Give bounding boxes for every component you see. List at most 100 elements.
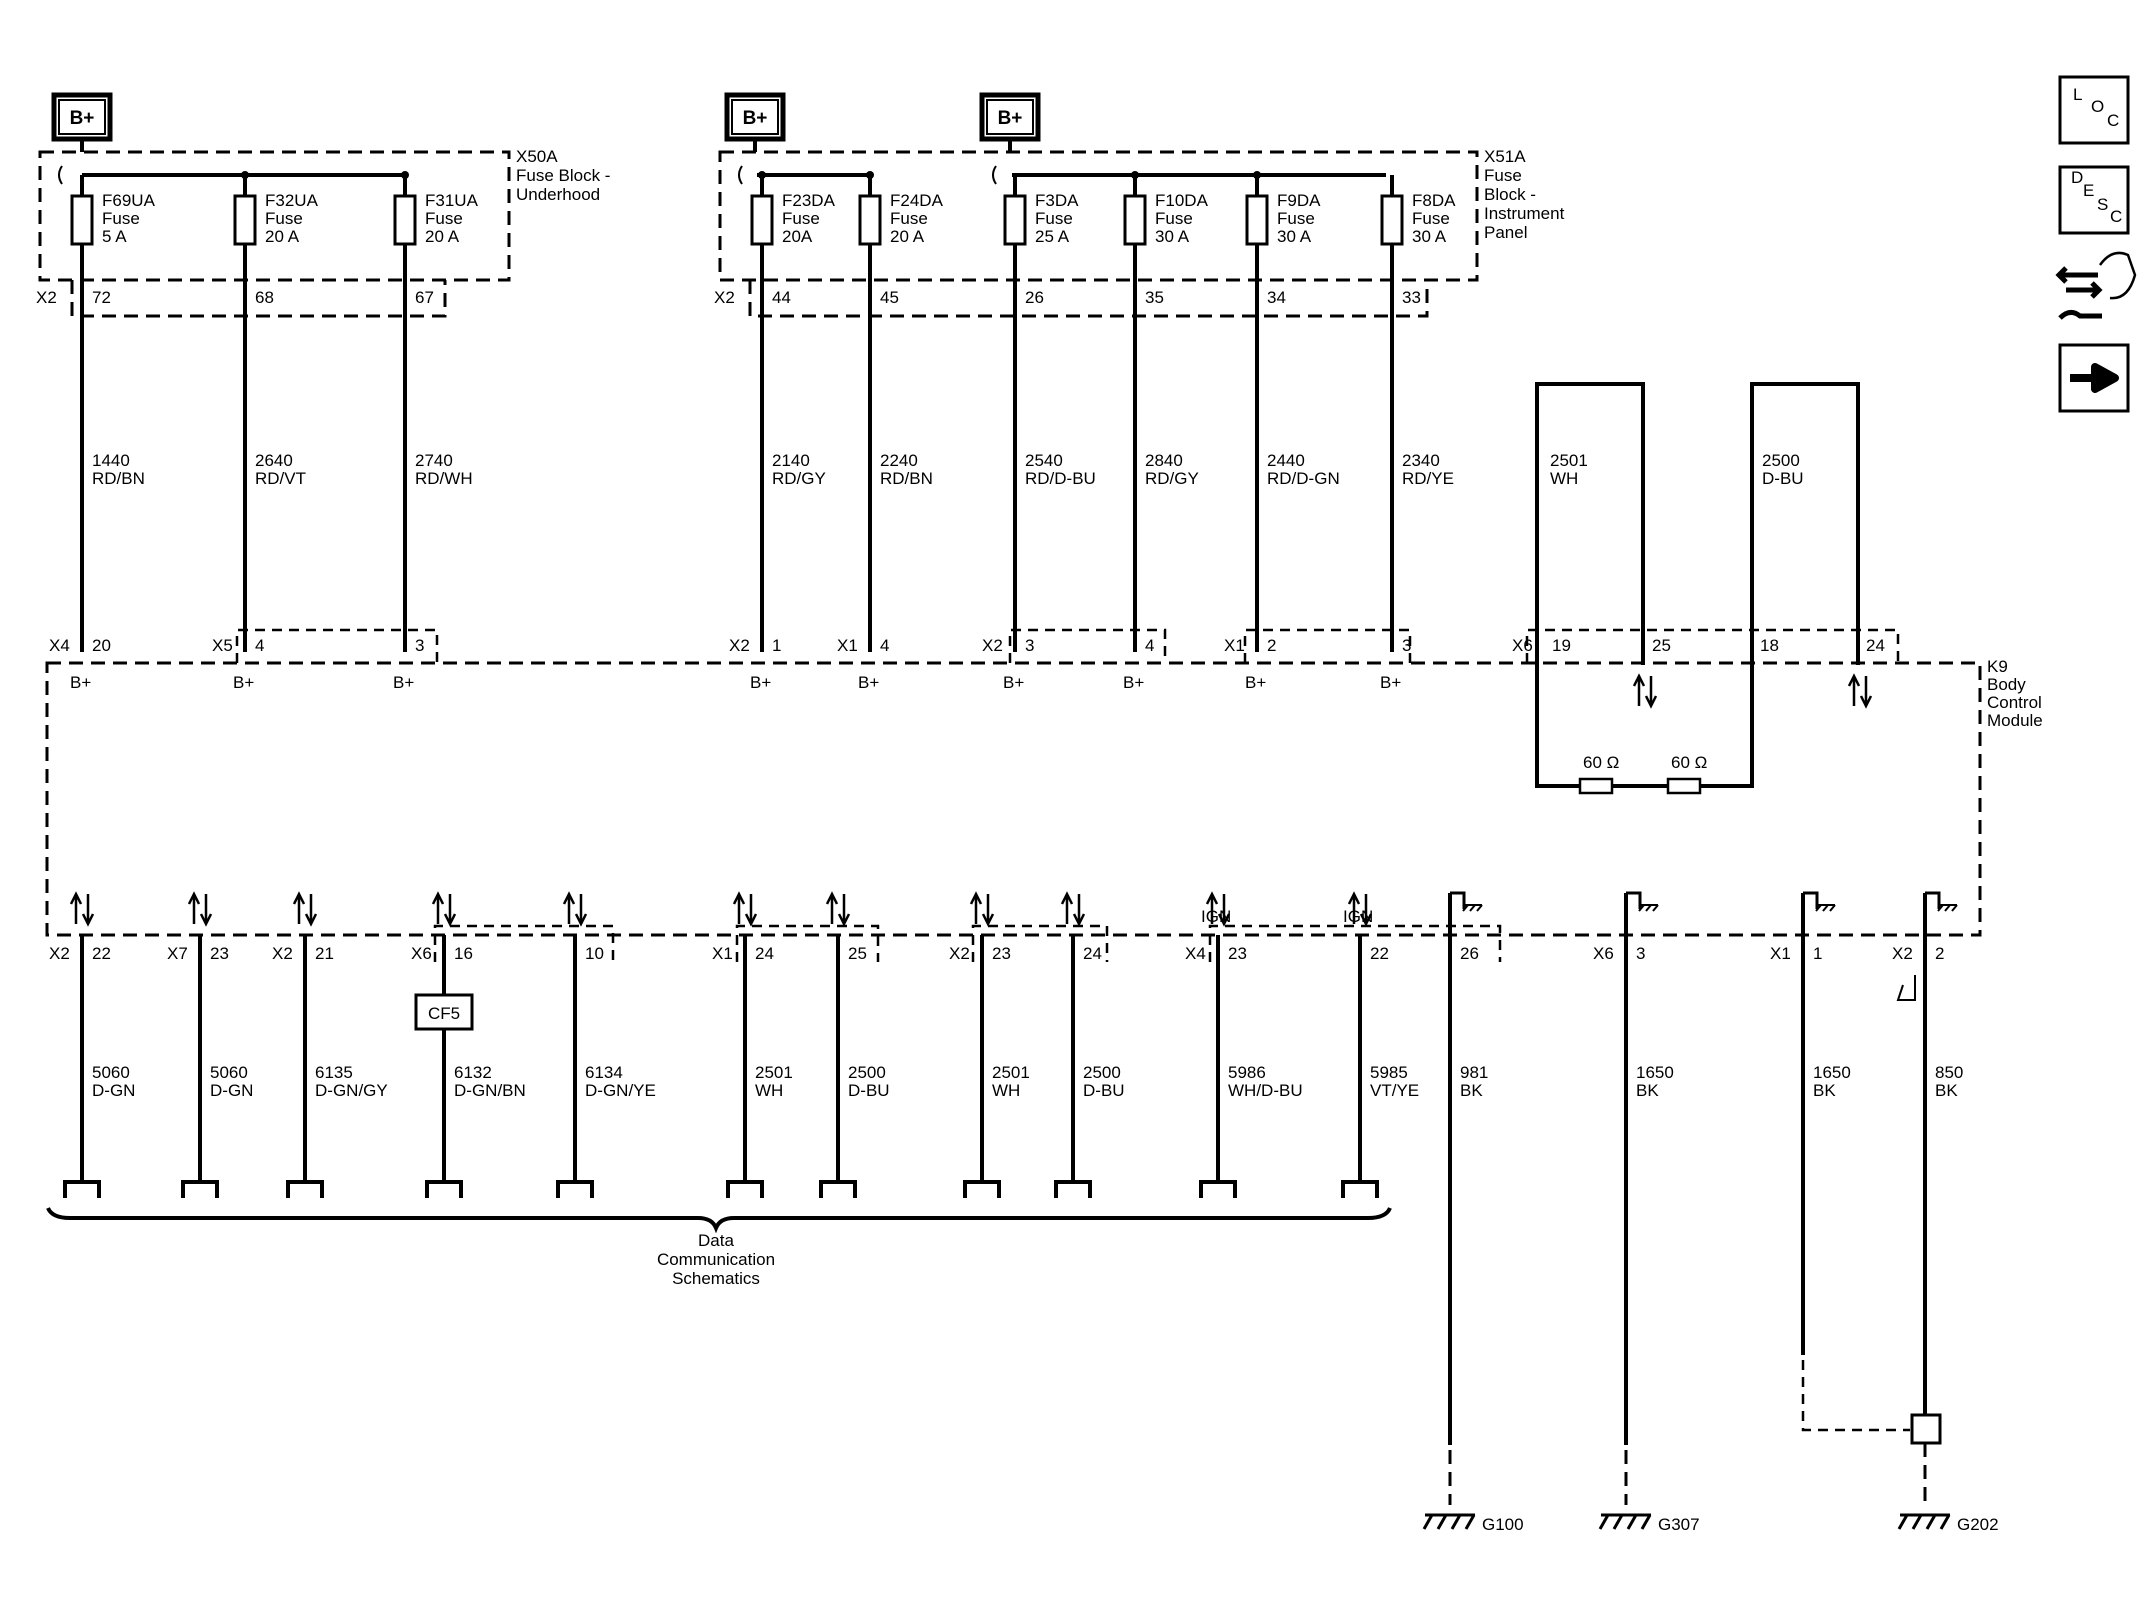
fuse-label: Fuse: [1412, 209, 1450, 228]
ground-splice-dashed: [1801, 1360, 1910, 1432]
circuit-label: 5986: [1228, 1063, 1266, 1082]
bcm-pin-label: 25: [1652, 636, 1671, 655]
arrow-up: [292, 891, 306, 924]
circuit-label: 2501: [1550, 451, 1588, 470]
bcm-connector-label: X1: [837, 636, 858, 655]
bidirectional-arrow: [562, 891, 588, 927]
fuse-body: [393, 194, 417, 246]
pin-function-label: IGN: [1201, 907, 1231, 926]
bplus-box: B+: [979, 92, 1041, 142]
ground-label: G202: [1957, 1515, 1999, 1534]
bcm-pin-label: 24: [1866, 636, 1885, 655]
fuse-label: Fuse: [425, 209, 463, 228]
bidirectional-arrow: [969, 891, 995, 927]
termination-resistor: [1666, 777, 1702, 795]
fuse-block-label: Underhood: [516, 185, 600, 204]
fuse-label: F23DA: [782, 191, 836, 210]
loc-letter: O: [2091, 97, 2104, 116]
inline-connector-label: CF5: [428, 1004, 460, 1023]
bcm-outline: [45, 661, 1982, 937]
wrench-glyph: [2058, 310, 2102, 320]
fuse-label: 20A: [782, 227, 813, 246]
arrow-up: [825, 891, 839, 924]
arrow-up: [969, 891, 983, 924]
bcm-connector-label: X7: [167, 944, 188, 963]
data-terminal: [963, 1180, 1001, 1198]
bcm-pin-label: 23: [1228, 944, 1247, 963]
fuse-label: Fuse: [1035, 209, 1073, 228]
bcm-connector-label: X5: [212, 636, 233, 655]
bcm-connector-label: X4: [1185, 944, 1206, 963]
bcm-pin-label: 3: [1402, 636, 1411, 655]
bus-node: [401, 171, 409, 179]
resistor-value: 60 Ω: [1583, 753, 1619, 772]
bcm-pin-function: B+: [1380, 673, 1401, 692]
ground-hatch: [1815, 904, 1836, 912]
bcm-connector-label: X2: [729, 636, 750, 655]
bcm-pin-label: 24: [755, 944, 774, 963]
bcm-pin-label: 26: [1460, 944, 1479, 963]
circuit-label: 2140: [772, 451, 810, 470]
connector-label: X2: [36, 288, 57, 307]
circuit-label: 1440: [92, 451, 130, 470]
circuit-label: 2640: [255, 451, 293, 470]
circuit-label: 2740: [415, 451, 453, 470]
arrow-down: [81, 894, 95, 927]
chassis-ground-symbol: [1925, 891, 1958, 912]
fuse-body: [1380, 194, 1404, 246]
fuse-label: F69UA: [102, 191, 156, 210]
fuse-symbol: [1381, 195, 1403, 245]
connector-views-icon[interactable]: [2055, 251, 2137, 320]
circuit-label: RD/BN: [880, 469, 933, 488]
splice-pack: [1910, 1413, 1942, 1445]
bidirectional-arrow: [1632, 673, 1658, 709]
fuse-block-label: Block -: [1484, 185, 1536, 204]
fuse-block-x51a-connector: [748, 280, 1429, 318]
module-label: Body: [1987, 675, 2026, 694]
arrow-down: [443, 894, 457, 927]
arrow-up: [69, 891, 83, 924]
bcm-pin-label: 23: [992, 944, 1011, 963]
bcm-pin-function: B+: [1245, 673, 1266, 692]
fuse-body: [1245, 194, 1269, 246]
ground-bars: [1598, 1513, 1652, 1530]
fuse-pin-label: 45: [880, 288, 899, 307]
circuit-label: WH/D-BU: [1228, 1081, 1303, 1100]
data-terminal: [181, 1180, 219, 1198]
hand-glyph: [2098, 251, 2137, 300]
arrows-glyph: [2055, 266, 2103, 299]
fuse-label: F31UA: [425, 191, 479, 210]
loc-button[interactable]: [2058, 75, 2130, 145]
bcm-connector-label: X6: [411, 944, 432, 963]
bcm-connector-label: X1: [1224, 636, 1245, 655]
circuit-label: D-GN: [210, 1081, 253, 1100]
bcm-pin-label: 21: [315, 944, 334, 963]
bplus-box: B+: [51, 92, 113, 142]
ground-hatch: [1638, 904, 1659, 912]
fuse-body: [1123, 194, 1147, 246]
module-label: Control: [1987, 693, 2042, 712]
data-terminal: [63, 1180, 101, 1198]
bus-hook: [58, 165, 63, 185]
bus-node: [758, 171, 766, 179]
loc-letter: L: [2073, 85, 2082, 104]
circuit-label: 2500: [1083, 1063, 1121, 1082]
data-terminal: [1341, 1180, 1379, 1198]
fuse-label: F10DA: [1155, 191, 1209, 210]
data-comm-label: Communication: [657, 1250, 775, 1269]
data-terminal: [1054, 1180, 1092, 1198]
bidirectional-arrow: [732, 891, 758, 927]
desc-button[interactable]: [2058, 165, 2130, 235]
fuse-body: [70, 194, 94, 246]
fuse-symbol: [859, 195, 881, 245]
arrow-down: [199, 894, 213, 927]
ground-label: G307: [1658, 1515, 1700, 1534]
circuit-label: 6135: [315, 1063, 353, 1082]
circuit-label: RD/VT: [255, 469, 306, 488]
arrow-up: [1632, 673, 1646, 706]
arrow-up: [187, 891, 201, 924]
bcm-pin-label: 22: [92, 944, 111, 963]
connector-label: X2: [714, 288, 735, 307]
fuse-label: Fuse: [1155, 209, 1193, 228]
bus-node: [241, 171, 249, 179]
